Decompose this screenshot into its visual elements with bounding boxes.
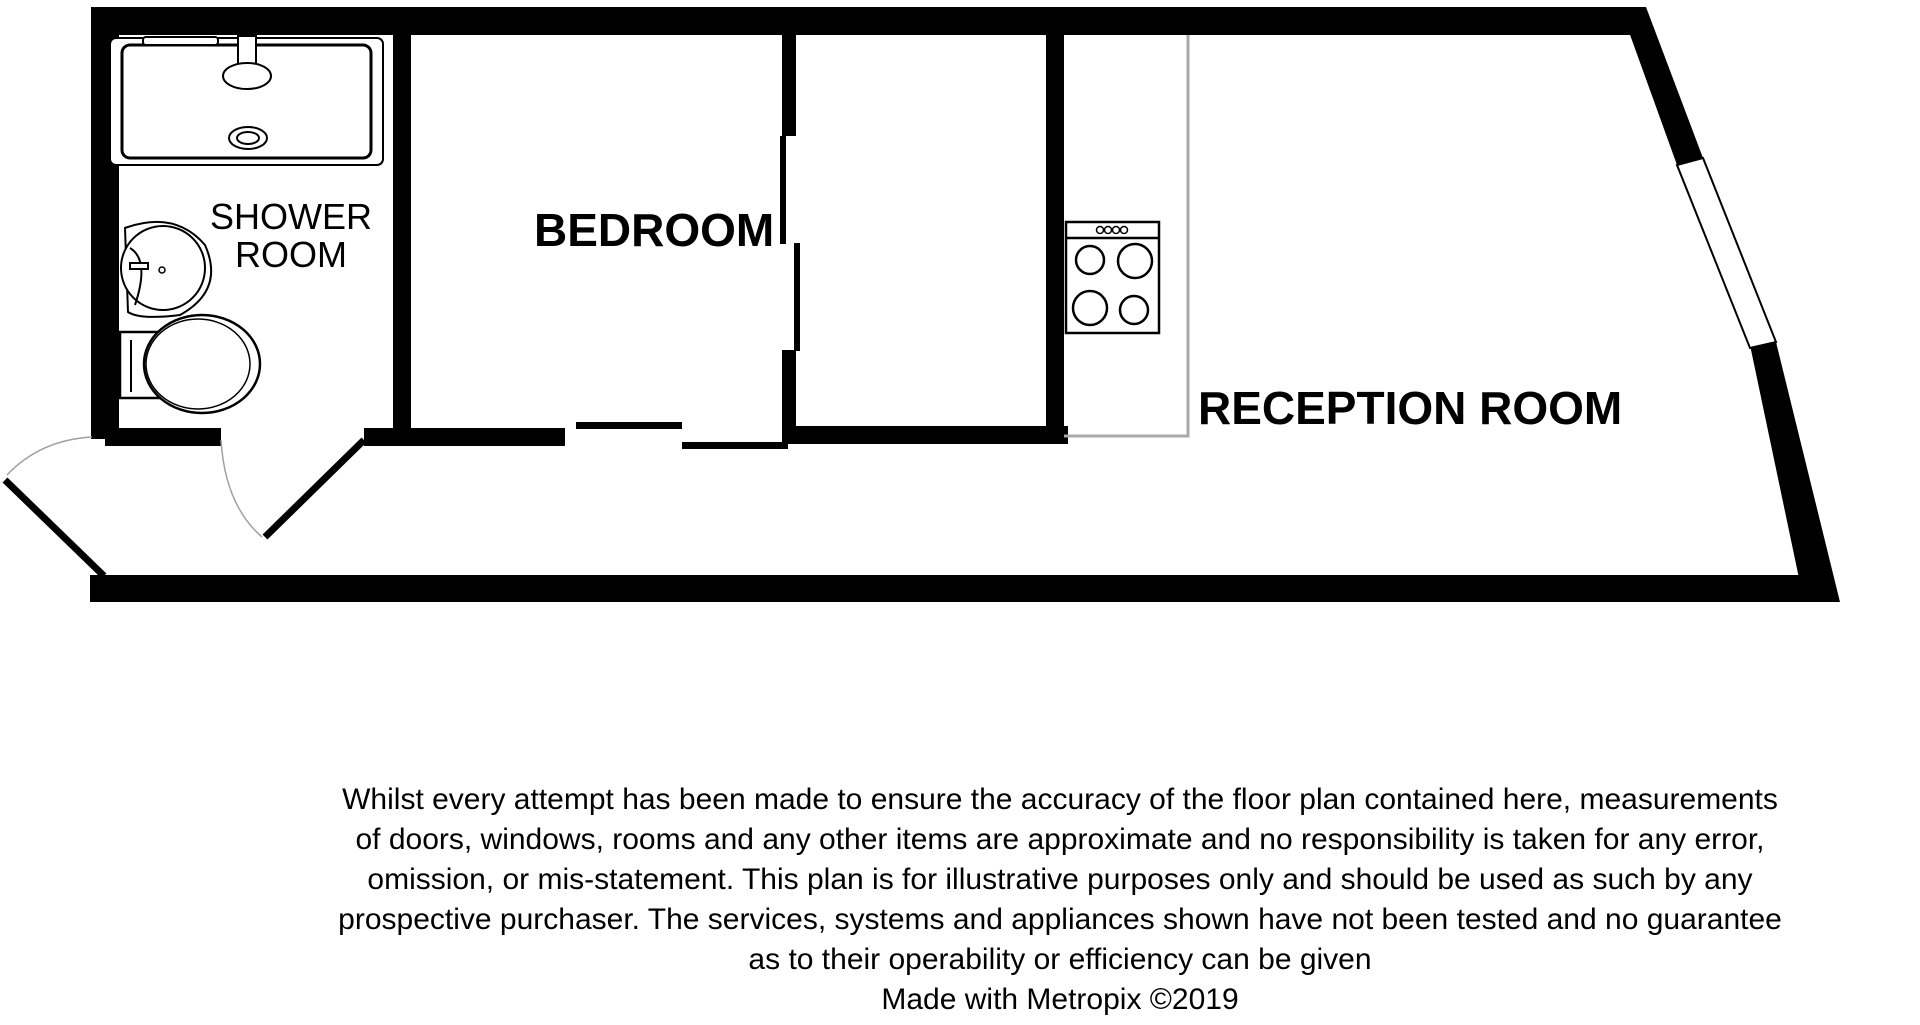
room-label-line: SHOWER: [210, 196, 372, 237]
room-label-bedroom: BEDROOM: [534, 204, 775, 256]
sliding-wardrobe-doors: [780, 136, 800, 351]
shower-tray: [109, 35, 384, 166]
interior-walls: [105, 30, 1068, 446]
room-label-shower: SHOWER ROOM: [210, 198, 372, 274]
disclaimer-line: prospective purchaser. The services, sys…: [338, 903, 1782, 936]
disclaimer-line: as to their operability or efficiency ca…: [748, 943, 1372, 976]
disclaimer-line: omission, or mis-statement. This plan is…: [367, 863, 1753, 896]
disclaimer-line: Whilst every attempt has been made to en…: [342, 783, 1778, 816]
bedroom-sliding-doors: [576, 422, 788, 449]
kitchen-worktop: [1064, 35, 1190, 438]
hob-cooker: [1064, 220, 1161, 335]
room-label-reception: RECEPTION ROOM: [1198, 382, 1623, 434]
disclaimer-line: of doors, windows, rooms and any other i…: [355, 823, 1765, 856]
toilet: [118, 313, 262, 415]
window: [1675, 156, 1778, 350]
wash-basin: [120, 220, 213, 318]
room-label-line: ROOM: [235, 233, 347, 275]
entrance-door: [2, 436, 107, 579]
disclaimer: Whilst every attempt has been made to en…: [200, 780, 1920, 1020]
credit-line: Made with Metropix ©2019: [881, 983, 1239, 1016]
shower-room-door: [220, 437, 367, 540]
